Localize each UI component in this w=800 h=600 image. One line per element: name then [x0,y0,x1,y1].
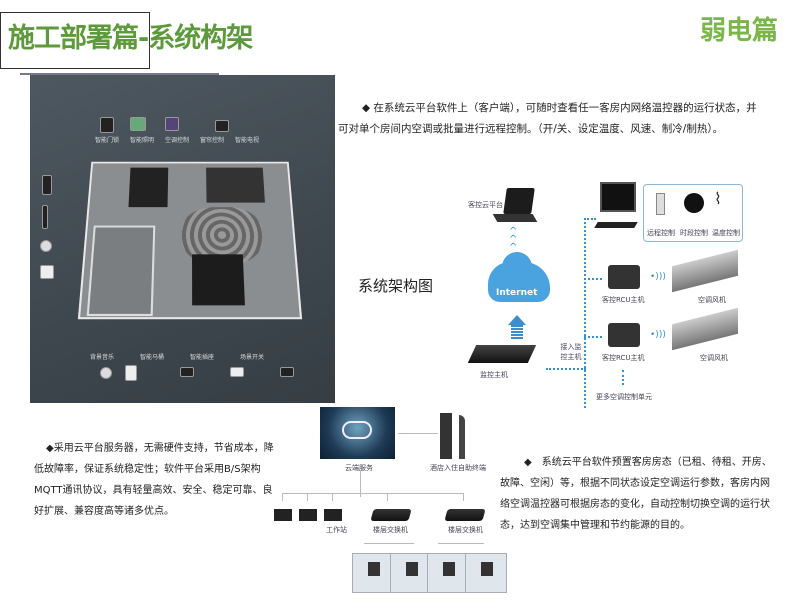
workstation-icon [274,509,292,521]
section-label: 弱电篇 [699,16,778,46]
wireless-icon: •))) [650,272,666,282]
monitor-host-label: 监控主机 [480,371,508,379]
control-label: 远程控制 [647,229,675,237]
connector [584,336,602,338]
rcu-label: 客控RCU主机 [602,354,645,362]
thermostat-panel [390,553,432,593]
device-icon [130,117,146,131]
workstation-icon [324,509,342,521]
cloud-service-label: 云端服务 [345,464,373,472]
monitor-host-icon [467,345,537,363]
connector [546,368,586,370]
room-label: 空调控制 [165,137,190,144]
room-label: 场景开关 [240,354,265,361]
title-frame [0,12,150,69]
cloud-icon [342,421,372,439]
rcu-icon [608,323,640,347]
rcu-icon [608,265,640,289]
room-floor [77,161,303,320]
device-icon [42,205,48,229]
diagram-caption: 系统架构图 [358,277,434,295]
fan-coil-icon [672,307,738,351]
rcu-label: 客控RCU主机 [602,296,645,304]
device-icon [180,367,194,377]
top-paragraph: ◆ 在系统云平台软件上（客户端），可随时查看任一客房内网络温控器的运行状态，并可… [338,102,757,135]
control-label: 时段控制 [680,229,708,237]
temperature-curve-icon: ⌇ [714,189,722,208]
upload-arrow-icon [508,315,526,325]
page-title: 施工部署篇-系统构架 [8,23,253,54]
device-icon [125,365,137,381]
remote-icon [656,193,665,215]
bus-line [584,218,586,408]
access-label: 接入监控主机 [560,343,582,361]
cloud-service-image [320,407,395,459]
connector [622,370,624,385]
switch-icon [444,509,486,521]
device-icon [280,367,294,377]
device-icon [165,117,179,131]
connector [584,218,596,220]
hotel-room-render: 智能门锁 智能照明 空调控制 窗帘控制 智能电视 背景音乐 智能马桶 智能插座 … [30,75,335,403]
device-icon [230,367,244,377]
device-icon [215,120,229,132]
workstation-icon [299,509,317,521]
connector [584,278,602,280]
internet-label: Internet [496,288,538,298]
architecture-diagram: 客控云平台 ^^^ Internet 监控主机 接入监控主机 ⌇ 远程控制 时段… [450,170,770,410]
room-label: 窗帘控制 [200,137,225,144]
more-units-label: 更多空调控制单元 [596,393,652,401]
fan-coil-icon [672,249,738,293]
room-label: 背景音乐 [90,354,115,361]
right-paragraph: ◆ 系统云平台软件预置客房房态（已租、待租、开房、故障、空闲）等，根据不同状态设… [500,457,772,531]
thermostat-panel [352,553,394,593]
thermostat-panel [465,553,507,593]
workstation-label: 工作站 [326,526,347,534]
device-icon [100,117,114,133]
device-icon [40,240,52,252]
laptop-base [492,214,538,222]
desktop-icon [600,182,636,212]
room-label: 智能插座 [190,354,215,361]
device-icon [40,265,54,279]
wireless-icon: •))) [650,330,666,340]
room-label: 智能马桶 [140,354,165,361]
cloud-platform-label: 客控云平台 [468,201,503,209]
switch-icon [370,509,412,521]
fan-label: 空调风机 [698,296,726,304]
switch-label: 楼层交换机 [373,526,408,534]
left-paragraph: ◆采用云平台服务器，无需硬件支持，节省成本，降低故障率，保证系统稳定性；软件平台… [34,443,274,517]
switch-label: 楼层交换机 [448,526,483,534]
kiosk-icon [440,413,452,459]
control-features-box: ⌇ 远程控制 时段控制 温度控制 [643,184,743,242]
clock-icon [684,193,704,213]
up-chevrons-icon: ^^^ [509,226,518,253]
network-diagram: 云端服务 酒店入住自助终端 工作站 楼层交换机 楼层交换机 [260,405,520,595]
device-icon [100,367,112,379]
kiosk-label: 酒店入住自助终端 [430,464,486,472]
laptop-icon [503,188,535,214]
control-label: 温度控制 [712,229,740,237]
room-label: 智能门锁 [95,137,120,144]
room-label: 智能照明 [130,137,155,144]
device-icon [42,175,52,195]
room-label: 智能电视 [235,137,260,144]
thermostat-panel [427,553,469,593]
title-underline [20,73,219,75]
fan-label: 空调风机 [700,354,728,362]
